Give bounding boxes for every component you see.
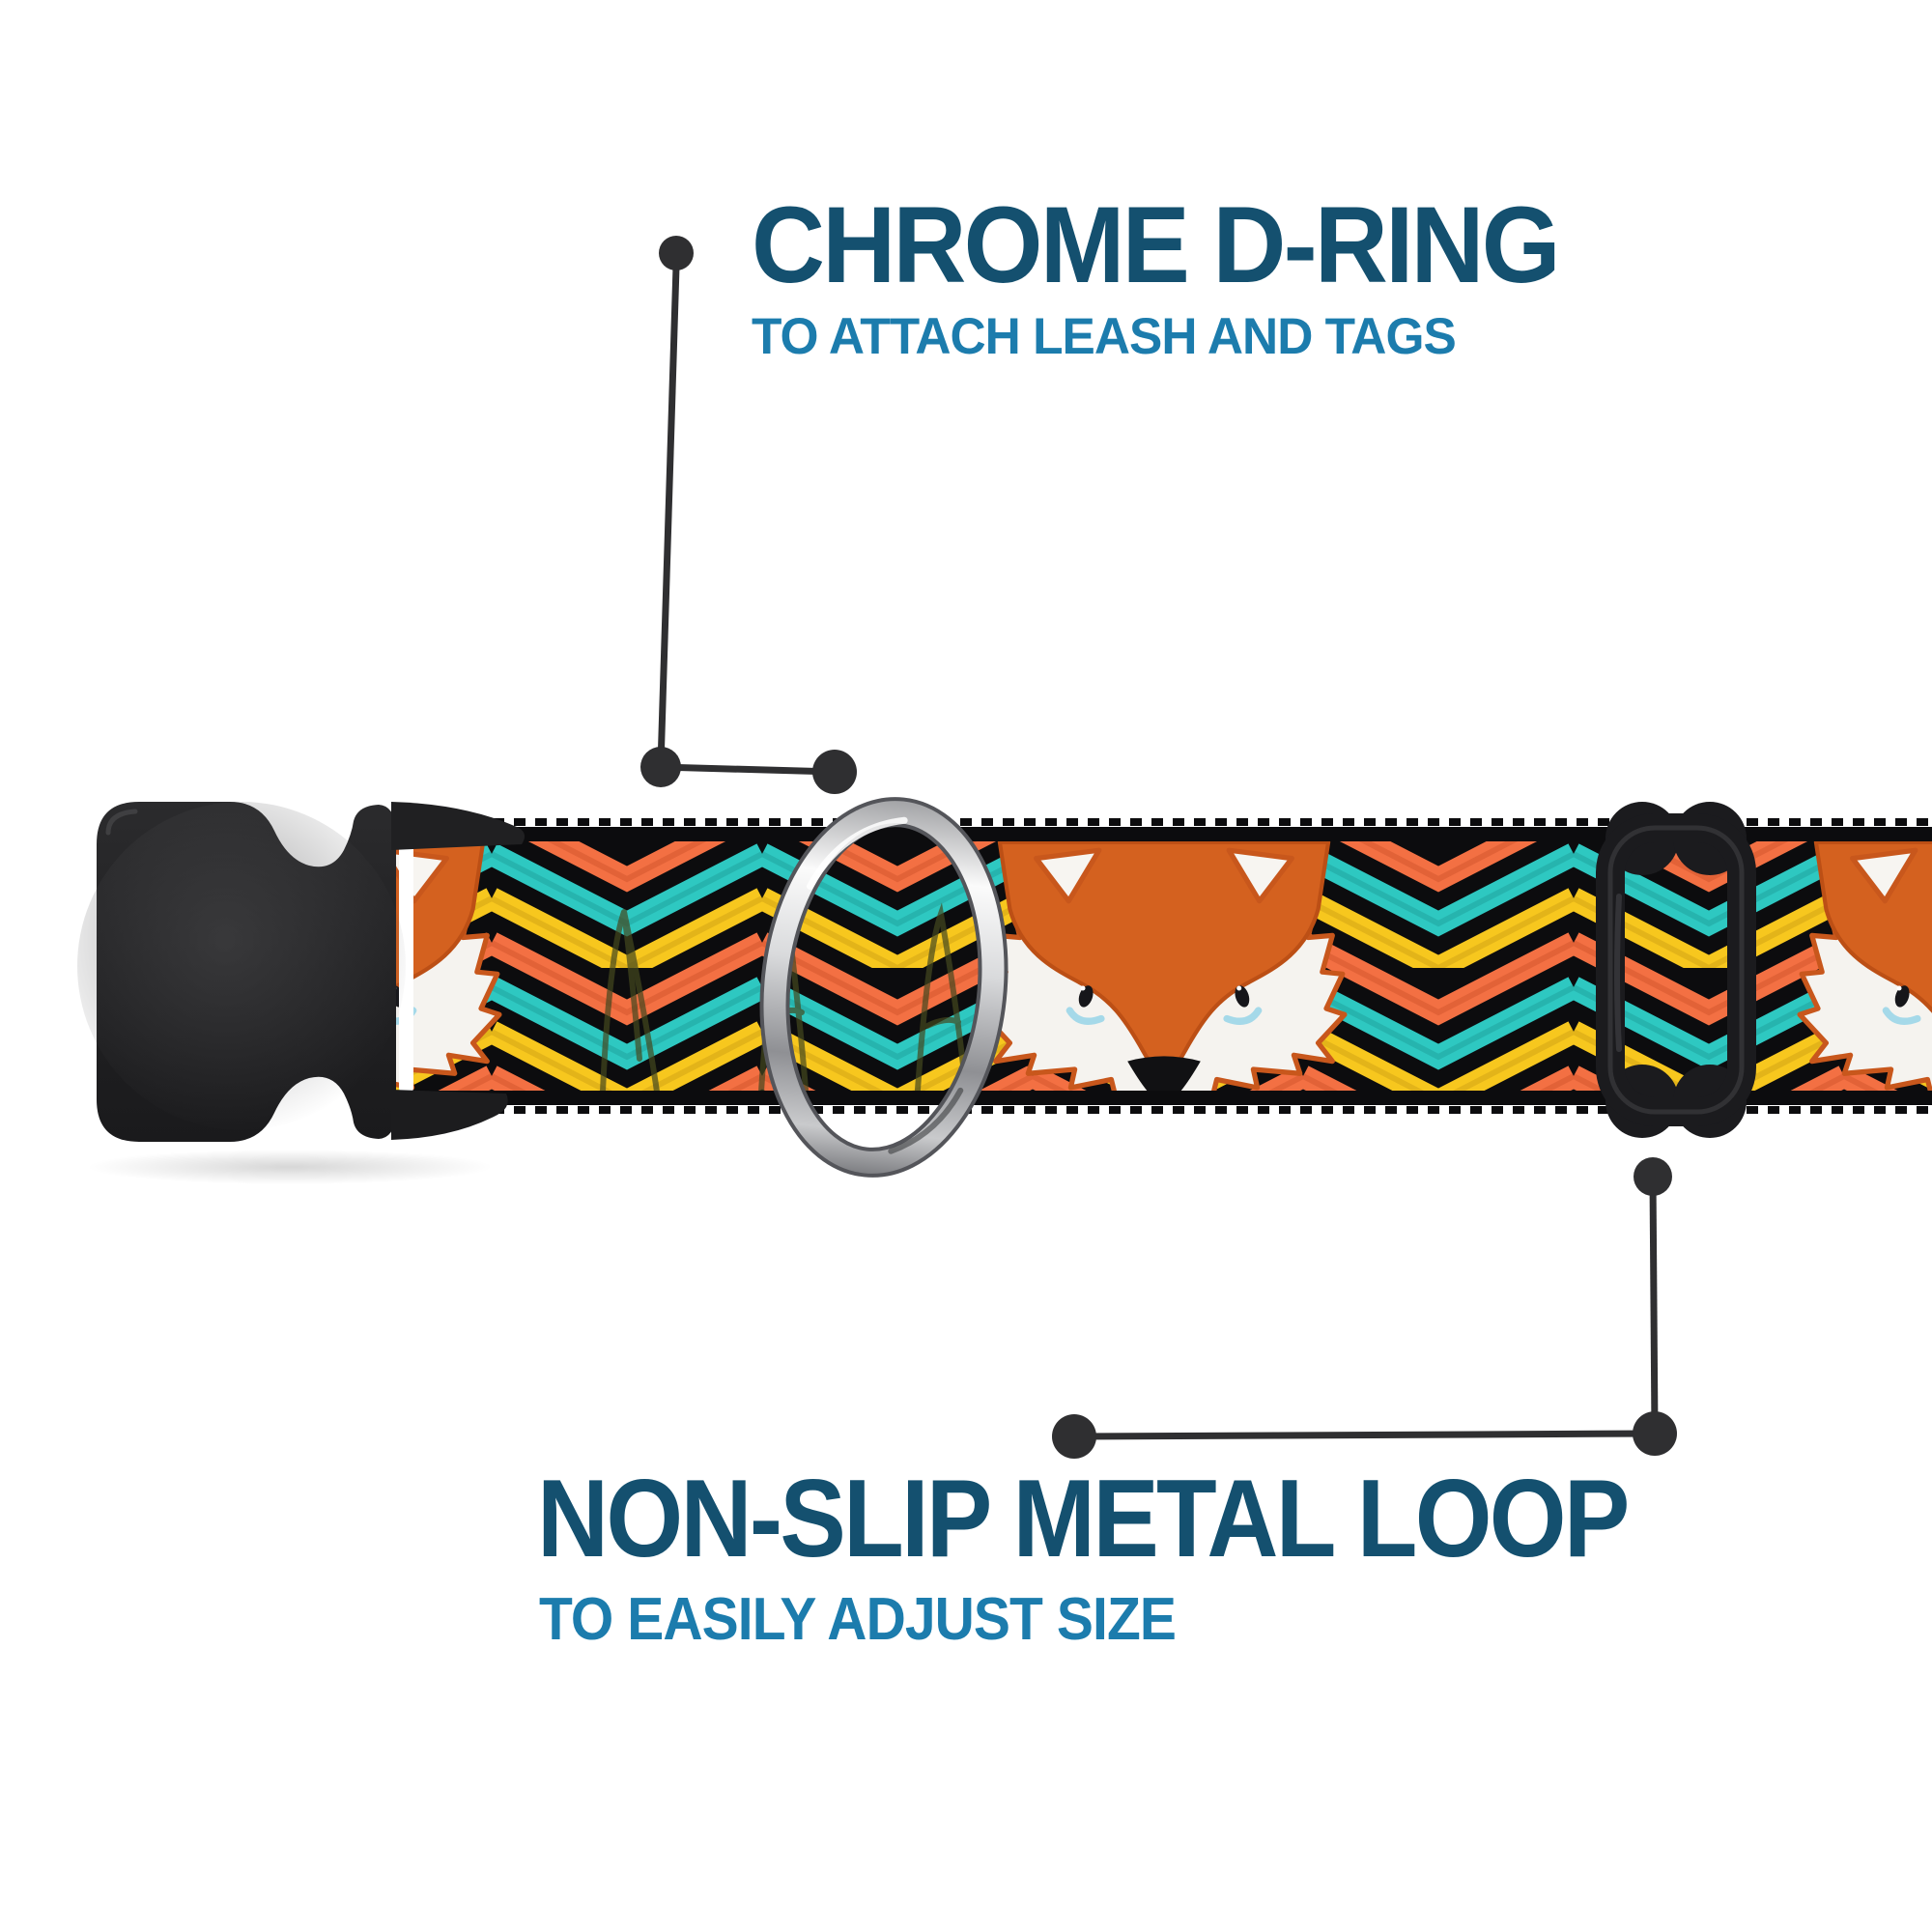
buckle-strap-gap xyxy=(399,844,413,1094)
side-release-buckle xyxy=(77,802,526,1142)
callout-loop-subtitle: TO EASILY ADJUST SIZE xyxy=(539,1586,1177,1653)
fox-face-center xyxy=(983,824,1345,1106)
leader-line-dring xyxy=(640,236,857,794)
callout-dring-subtitle: TO ATTACH LEASH AND TAGS xyxy=(752,308,1457,365)
callout-loop-title: NON-SLIP METAL LOOP xyxy=(537,1458,1630,1580)
buckle-shadow xyxy=(87,1150,493,1184)
adjustment-slider xyxy=(1596,802,1756,1138)
leader-line-loop xyxy=(1052,1157,1677,1459)
callout-dring-title: CHROME D-RING xyxy=(752,185,1561,305)
chrome-d-ring xyxy=(759,797,1009,1178)
collar-strap xyxy=(386,818,1932,1114)
